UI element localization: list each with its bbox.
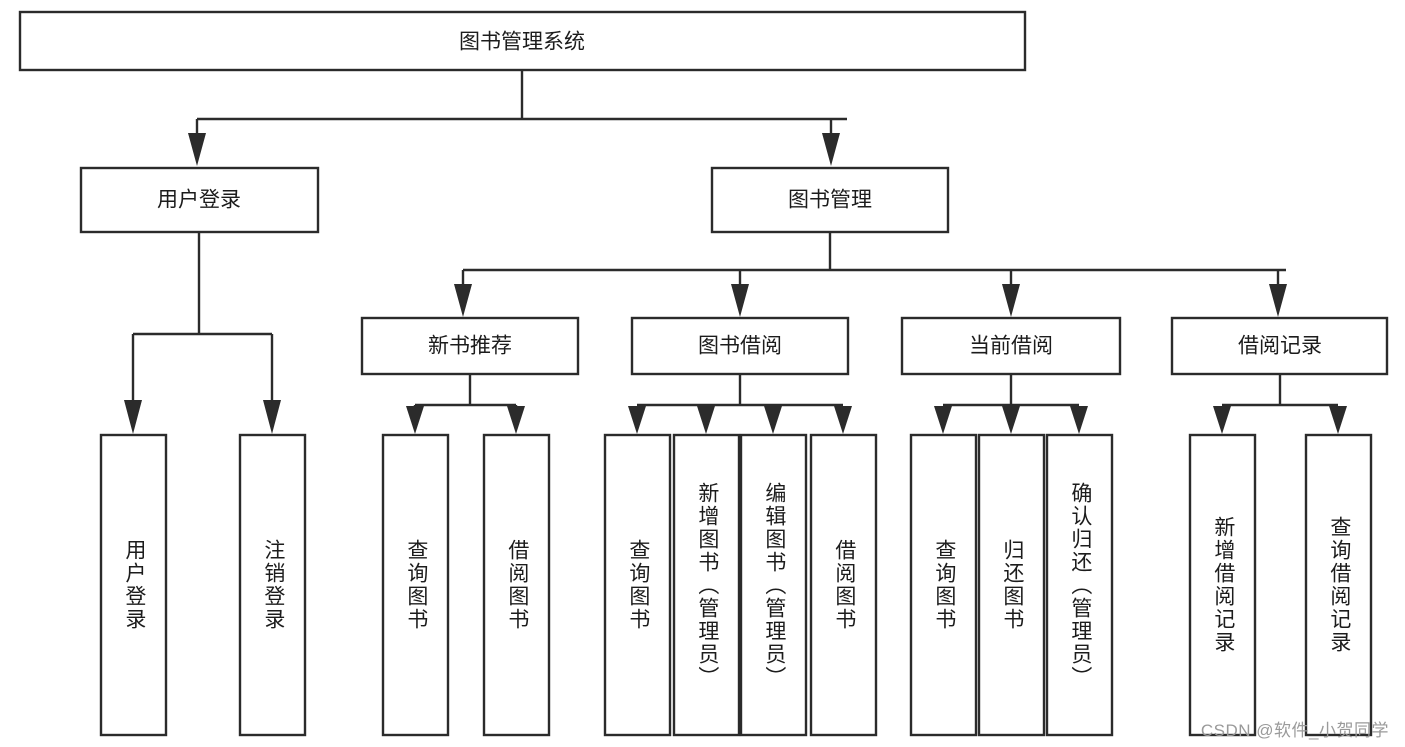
arrow-head-user-login-2 <box>263 400 281 434</box>
arrow-head-bb-4 <box>834 406 852 434</box>
node-root-label: 图书管理系统 <box>459 31 585 54</box>
connector-book-borrow-to-leaves <box>628 374 852 434</box>
connector-book-management-to-level3 <box>454 232 1287 317</box>
arrow-head-br-1 <box>1213 406 1231 434</box>
node-borrow-record-box[interactable] <box>1170 316 1389 376</box>
arrow-head-bb-3 <box>764 406 782 434</box>
leaf-box-current-borrow-3[interactable] <box>1045 433 1114 737</box>
node-user-login[interactable]: 用户登录 <box>79 166 320 234</box>
connector-user-login-to-leaves <box>124 232 281 434</box>
node-new-book-recommend-box[interactable] <box>360 316 580 376</box>
node-current-borrow-box[interactable] <box>900 316 1122 376</box>
arrow-head-cb-3 <box>1070 406 1088 434</box>
connector-current-borrow-to-leaves <box>934 374 1088 434</box>
node-user-login-label: 用户登录 <box>157 189 241 212</box>
arrow-head-root-2 <box>822 133 840 166</box>
node-book-management[interactable]: 图书管理 <box>710 166 950 234</box>
node-book-borrow[interactable]: 图书借阅 <box>630 316 850 376</box>
node-root-box[interactable] <box>18 10 1027 72</box>
watermark-text: CSDN @软件_小贺同学 <box>1200 721 1389 740</box>
leaf-box-user-login-1[interactable] <box>99 433 168 737</box>
leaf-box-book-borrow-2[interactable] <box>672 433 741 737</box>
node-book-borrow-label: 图书借阅 <box>698 335 782 358</box>
node-new-book-recommend[interactable]: 新书推荐 <box>360 316 580 376</box>
arrow-head-br-2 <box>1329 406 1347 434</box>
arrow-head-cb-1 <box>934 406 952 434</box>
arrow-head-bm-4 <box>1269 284 1287 317</box>
arrow-head-bm-1 <box>454 284 472 317</box>
arrow-head-bb-2 <box>697 406 715 434</box>
arrow-head-nbr-2 <box>507 406 525 434</box>
node-book-management-box[interactable] <box>710 166 950 234</box>
arrow-head-bm-3 <box>1002 284 1020 317</box>
arrow-head-root-1 <box>188 133 206 166</box>
connector-root-to-level2 <box>188 70 847 166</box>
node-borrow-record-label: 借阅记录 <box>1238 335 1322 358</box>
node-book-borrow-box[interactable] <box>630 316 850 376</box>
leaf-box-new-book-recommend-1[interactable] <box>381 433 450 737</box>
leaf-box-borrow-record-2[interactable] <box>1304 433 1373 737</box>
arrow-head-bb-1 <box>628 406 646 434</box>
leaf-box-book-borrow-4[interactable] <box>809 433 878 737</box>
node-book-management-label: 图书管理 <box>788 189 872 212</box>
leaf-box-current-borrow-1[interactable] <box>909 433 978 737</box>
arrow-head-nbr-1 <box>406 406 424 434</box>
leaf-box-book-borrow-1[interactable] <box>603 433 672 737</box>
arrow-head-user-login-1 <box>124 400 142 434</box>
leaf-box-current-borrow-2[interactable] <box>977 433 1046 737</box>
node-new-book-recommend-label: 新书推荐 <box>428 335 512 358</box>
leaf-box-user-login-2[interactable] <box>238 433 307 737</box>
leaf-box-borrow-record-1[interactable] <box>1188 433 1257 737</box>
arrow-head-cb-2 <box>1002 406 1020 434</box>
node-current-borrow[interactable]: 当前借阅 <box>900 316 1122 376</box>
node-root[interactable]: 图书管理系统 <box>18 10 1027 72</box>
connector-new-book-recommend-to-leaves <box>406 374 525 434</box>
node-borrow-record[interactable]: 借阅记录 <box>1170 316 1389 376</box>
arrow-head-bm-2 <box>731 284 749 317</box>
leaf-box-book-borrow-3[interactable] <box>739 433 808 737</box>
leaf-box-new-book-recommend-2[interactable] <box>482 433 551 737</box>
node-current-borrow-label: 当前借阅 <box>969 335 1053 358</box>
connector-borrow-record-to-leaves <box>1213 374 1347 434</box>
